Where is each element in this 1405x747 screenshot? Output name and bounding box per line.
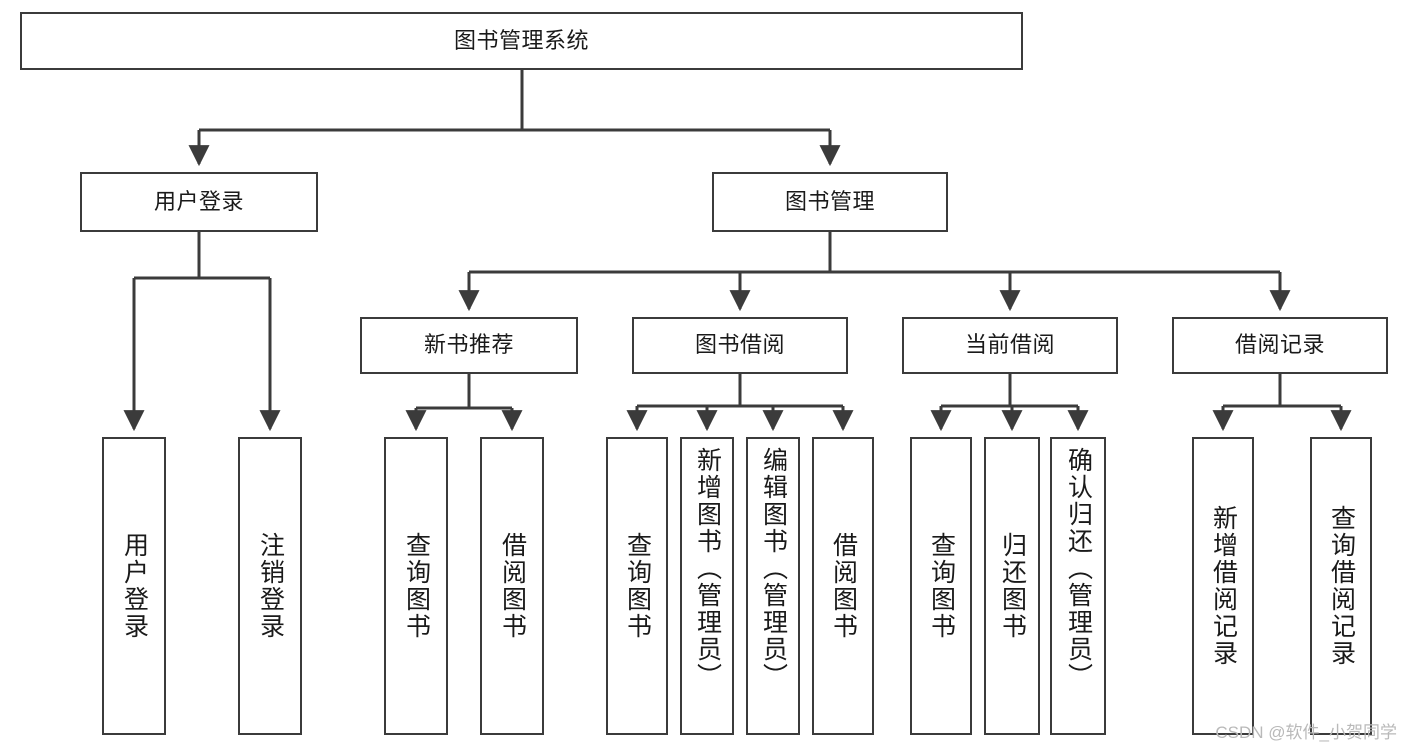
node-leaf-borrow-book-2-label: 借阅图书 (829, 532, 858, 640)
node-user-login-label: 用户登录 (153, 188, 244, 214)
node-leaf-confirm-return-label: 确认归还（管理员） (1064, 447, 1093, 690)
node-leaf-return-book[interactable]: 归还图书 (984, 437, 1040, 735)
node-root-label: 图书管理系统 (453, 27, 589, 53)
node-leaf-add-record-label: 新增借阅记录 (1209, 505, 1238, 667)
node-new-book-recommend[interactable]: 新书推荐 (360, 317, 578, 374)
node-leaf-edit-book[interactable]: 编辑图书（管理员） (746, 437, 800, 735)
node-leaf-edit-book-label: 编辑图书（管理员） (759, 447, 788, 690)
node-book-borrow[interactable]: 图书借阅 (632, 317, 848, 374)
node-borrow-record-label: 借阅记录 (1234, 332, 1325, 358)
node-leaf-logout-label: 注销登录 (256, 532, 285, 640)
node-leaf-borrow-book-1-label: 借阅图书 (498, 532, 527, 640)
node-book-manage[interactable]: 图书管理 (712, 172, 948, 232)
node-user-login[interactable]: 用户登录 (80, 172, 318, 232)
node-leaf-query-book-1[interactable]: 查询图书 (384, 437, 448, 735)
node-leaf-add-book[interactable]: 新增图书（管理员） (680, 437, 734, 735)
node-leaf-query-book-1-label: 查询图书 (402, 532, 431, 640)
node-book-borrow-label: 图书借阅 (694, 332, 785, 358)
node-leaf-user-login-label: 用户登录 (120, 532, 149, 640)
node-leaf-borrow-book-1[interactable]: 借阅图书 (480, 437, 544, 735)
node-leaf-return-book-label: 归还图书 (998, 532, 1027, 640)
node-leaf-logout[interactable]: 注销登录 (238, 437, 302, 735)
node-borrow-record[interactable]: 借阅记录 (1172, 317, 1388, 374)
watermark: CSDN @软件_小贺同学 (1215, 723, 1397, 742)
node-leaf-user-login[interactable]: 用户登录 (102, 437, 166, 735)
node-leaf-borrow-book-2[interactable]: 借阅图书 (812, 437, 874, 735)
node-leaf-query-book-3[interactable]: 查询图书 (910, 437, 972, 735)
node-root[interactable]: 图书管理系统 (20, 12, 1023, 70)
node-leaf-confirm-return[interactable]: 确认归还（管理员） (1050, 437, 1106, 735)
node-leaf-add-record[interactable]: 新增借阅记录 (1192, 437, 1254, 735)
node-leaf-query-book-2-label: 查询图书 (623, 532, 652, 640)
node-new-book-recommend-label: 新书推荐 (423, 332, 514, 358)
node-leaf-add-book-label: 新增图书（管理员） (693, 447, 722, 690)
node-current-borrow-label: 当前借阅 (964, 332, 1055, 358)
node-leaf-query-book-3-label: 查询图书 (927, 532, 956, 640)
node-leaf-query-record[interactable]: 查询借阅记录 (1310, 437, 1372, 735)
node-current-borrow[interactable]: 当前借阅 (902, 317, 1118, 374)
node-leaf-query-book-2[interactable]: 查询图书 (606, 437, 668, 735)
node-book-manage-label: 图书管理 (784, 188, 875, 214)
node-leaf-query-record-label: 查询借阅记录 (1327, 505, 1356, 667)
